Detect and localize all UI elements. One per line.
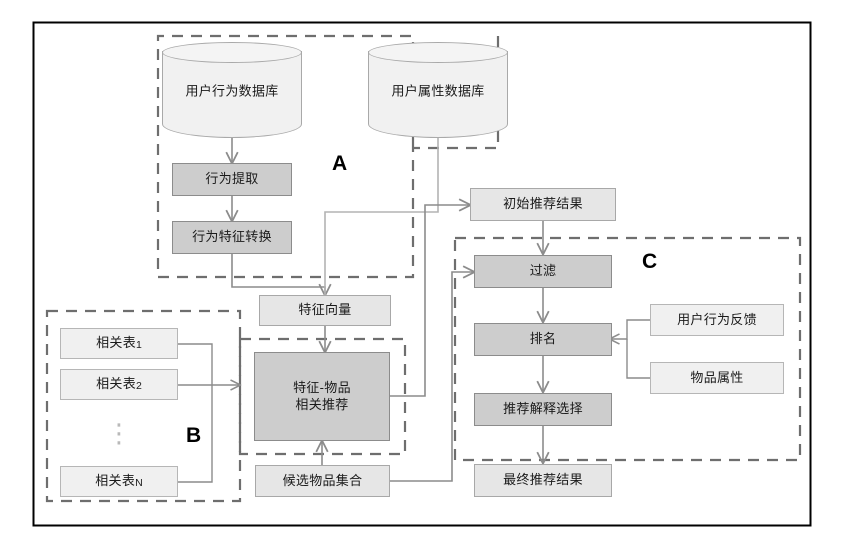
feature-vector-node[interactable]: 特征向量 <box>259 295 391 326</box>
connector-recommendation-to-initial <box>390 205 470 397</box>
user-behavior-feedback-label: 用户行为反馈 <box>677 311 757 327</box>
cylinder-top <box>368 42 508 63</box>
group-a-boundary <box>156 34 500 279</box>
connector-candidate-to-filter <box>390 272 474 482</box>
recommendation-explanation-selection-node[interactable]: 推荐解释选择 <box>474 393 612 426</box>
correlation-table-n-text: 相关表 <box>95 473 136 489</box>
connector-feedback-to-ranking <box>610 319 650 339</box>
item-attribute-label: 物品属性 <box>690 369 744 385</box>
user-behavior-feedback-node[interactable]: 用户行为反馈 <box>650 304 784 336</box>
cylinder-top <box>162 42 302 63</box>
connector-attribute-to-ranking <box>626 339 650 379</box>
behavior-extraction-label: 行为提取 <box>205 171 259 187</box>
cylinder-body <box>162 51 302 138</box>
connector-tablen-bus <box>177 385 213 483</box>
correlation-table-1-text: 相关表 <box>96 335 137 351</box>
group-c-boundary <box>453 236 802 462</box>
initial-recommendation-result-label: 初始推荐结果 <box>503 196 583 212</box>
user-attribute-db-label: 用户属性数据库 <box>391 83 485 99</box>
user-behavior-db[interactable]: 用户行为数据库 <box>162 42 302 138</box>
correlation-table-1-node[interactable]: 相关表1 <box>60 328 178 359</box>
correlation-table-2-index: 2 <box>136 380 142 393</box>
behavior-feature-transform-node[interactable]: 行为特征转换 <box>172 221 292 254</box>
correlation-table-1-index: 1 <box>136 339 142 352</box>
group-b-boundary <box>45 309 242 503</box>
behavior-feature-transform-label: 行为特征转换 <box>192 229 272 245</box>
candidate-item-set-label: 候选物品集合 <box>282 472 363 488</box>
filter-node[interactable]: 过滤 <box>474 255 612 288</box>
correlation-table-n-label: 相关表N <box>95 473 143 489</box>
correlation-table-1-label: 相关表1 <box>96 335 142 351</box>
connector-attribute-db-to-feature-vector <box>324 137 439 295</box>
feature-item-recommendation-node[interactable]: 特征-物品 相关推荐 <box>254 352 390 441</box>
initial-recommendation-result-node[interactable]: 初始推荐结果 <box>470 188 616 221</box>
feature-vector-label: 特征向量 <box>298 302 352 318</box>
final-recommendation-result-node[interactable]: 最终推荐结果 <box>474 464 612 497</box>
ellipsis-glyph: ⋮ <box>106 418 132 448</box>
correlation-table-n-node[interactable]: 相关表N <box>60 466 178 497</box>
item-attribute-node[interactable]: 物品属性 <box>650 362 784 394</box>
ranking-node[interactable]: 排名 <box>474 323 612 356</box>
correlation-table-2-label: 相关表2 <box>96 376 142 392</box>
filter-label: 过滤 <box>529 263 557 279</box>
feature-item-recommendation-label: 特征-物品 相关推荐 <box>293 380 351 412</box>
behavior-extraction-node[interactable]: 行为提取 <box>172 163 292 196</box>
candidate-item-set-node[interactable]: 候选物品集合 <box>255 465 390 497</box>
recommendation-explanation-selection-label: 推荐解释选择 <box>503 401 583 417</box>
ranking-label: 排名 <box>529 331 557 347</box>
correlation-table-2-text: 相关表 <box>96 376 137 392</box>
user-attribute-db[interactable]: 用户属性数据库 <box>368 42 508 138</box>
group-letter-c: C <box>642 250 658 273</box>
user-behavior-db-label: 用户行为数据库 <box>185 83 279 99</box>
group-letter-a: A <box>332 152 348 175</box>
cylinder-body <box>368 51 508 138</box>
correlation-table-ellipsis: ⋮ <box>105 408 133 458</box>
final-recommendation-result-label: 最终推荐结果 <box>503 472 583 488</box>
connector-table1-bus <box>177 343 213 385</box>
correlation-table-2-node[interactable]: 相关表2 <box>60 369 178 400</box>
group-letter-b: B <box>186 424 202 447</box>
correlation-table-n-index: N <box>135 477 143 490</box>
